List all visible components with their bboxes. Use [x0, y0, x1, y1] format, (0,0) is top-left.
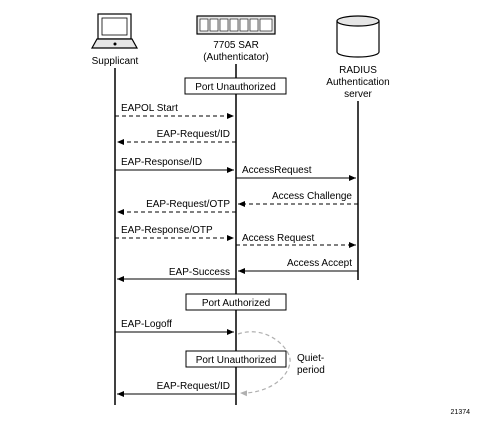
radius-label-3: server [344, 89, 372, 100]
msg-eap-logoff-label: EAP-Logoff [121, 319, 172, 330]
authenticator-role: (Authenticator) [203, 52, 269, 63]
figure-id: 21374 [451, 409, 471, 416]
msg-eap-request-id-2: EAP-Request/ID [117, 381, 236, 397]
msg-access-request-2-label: Access Request [242, 233, 314, 244]
msg-eap-request-id-2-label: EAP-Request/ID [157, 381, 230, 392]
quiet-period-loop [237, 331, 291, 397]
msg-access-accept: Access Accept [238, 258, 358, 274]
msg-eapol-start-label: EAPOL Start [121, 103, 178, 114]
msg-access-challenge: Access Challenge [238, 191, 358, 207]
msg-access-request-1-label: AccessRequest [242, 165, 312, 176]
msg-eap-logoff: EAP-Logoff [115, 319, 234, 335]
database-icon [336, 15, 380, 58]
state-port-authorized: Port Authorized [185, 293, 287, 311]
state-port-unauthorized-2-label: Port Unauthorized [196, 355, 277, 366]
msg-eap-response-otp: EAP-Response/OTP [115, 225, 234, 241]
msg-eap-response-id-label: EAP-Response/ID [121, 157, 202, 168]
quiet-period-label-2: period [297, 365, 325, 376]
quiet-period-label-1: Quiet- [297, 353, 324, 364]
msg-eap-success: EAP-Success [117, 267, 236, 282]
msg-access-challenge-label: Access Challenge [272, 191, 352, 202]
msg-eap-request-id-label: EAP-Request/ID [157, 129, 230, 140]
msg-access-request-1: AccessRequest [236, 165, 356, 181]
authenticator-name: 7705 SAR [213, 40, 259, 51]
msg-access-request-2: Access Request [236, 233, 356, 248]
router-icon [196, 15, 276, 35]
state-port-unauthorized-label: Port Unauthorized [195, 82, 276, 93]
msg-eap-response-id: EAP-Response/ID [115, 157, 234, 173]
msg-eap-request-id: EAP-Request/ID [117, 129, 236, 145]
msg-access-accept-label: Access Accept [287, 258, 352, 269]
supplicant-label: Supplicant [92, 56, 139, 67]
radius-label-2: Authentication [326, 77, 389, 88]
state-port-unauthorized-2: Port Unauthorized [185, 350, 287, 368]
laptop-icon [90, 13, 139, 49]
msg-eap-response-otp-label: EAP-Response/OTP [121, 225, 213, 236]
msg-eapol-start: EAPOL Start [115, 103, 234, 119]
state-port-authorized-label: Port Authorized [202, 298, 270, 309]
msg-eap-request-otp-label: EAP-Request/OTP [146, 199, 230, 210]
state-port-unauthorized: Port Unauthorized [184, 77, 287, 95]
radius-label-1: RADIUS [339, 65, 377, 76]
msg-eap-request-otp: EAP-Request/OTP [117, 199, 236, 215]
msg-eap-success-label: EAP-Success [169, 267, 230, 278]
